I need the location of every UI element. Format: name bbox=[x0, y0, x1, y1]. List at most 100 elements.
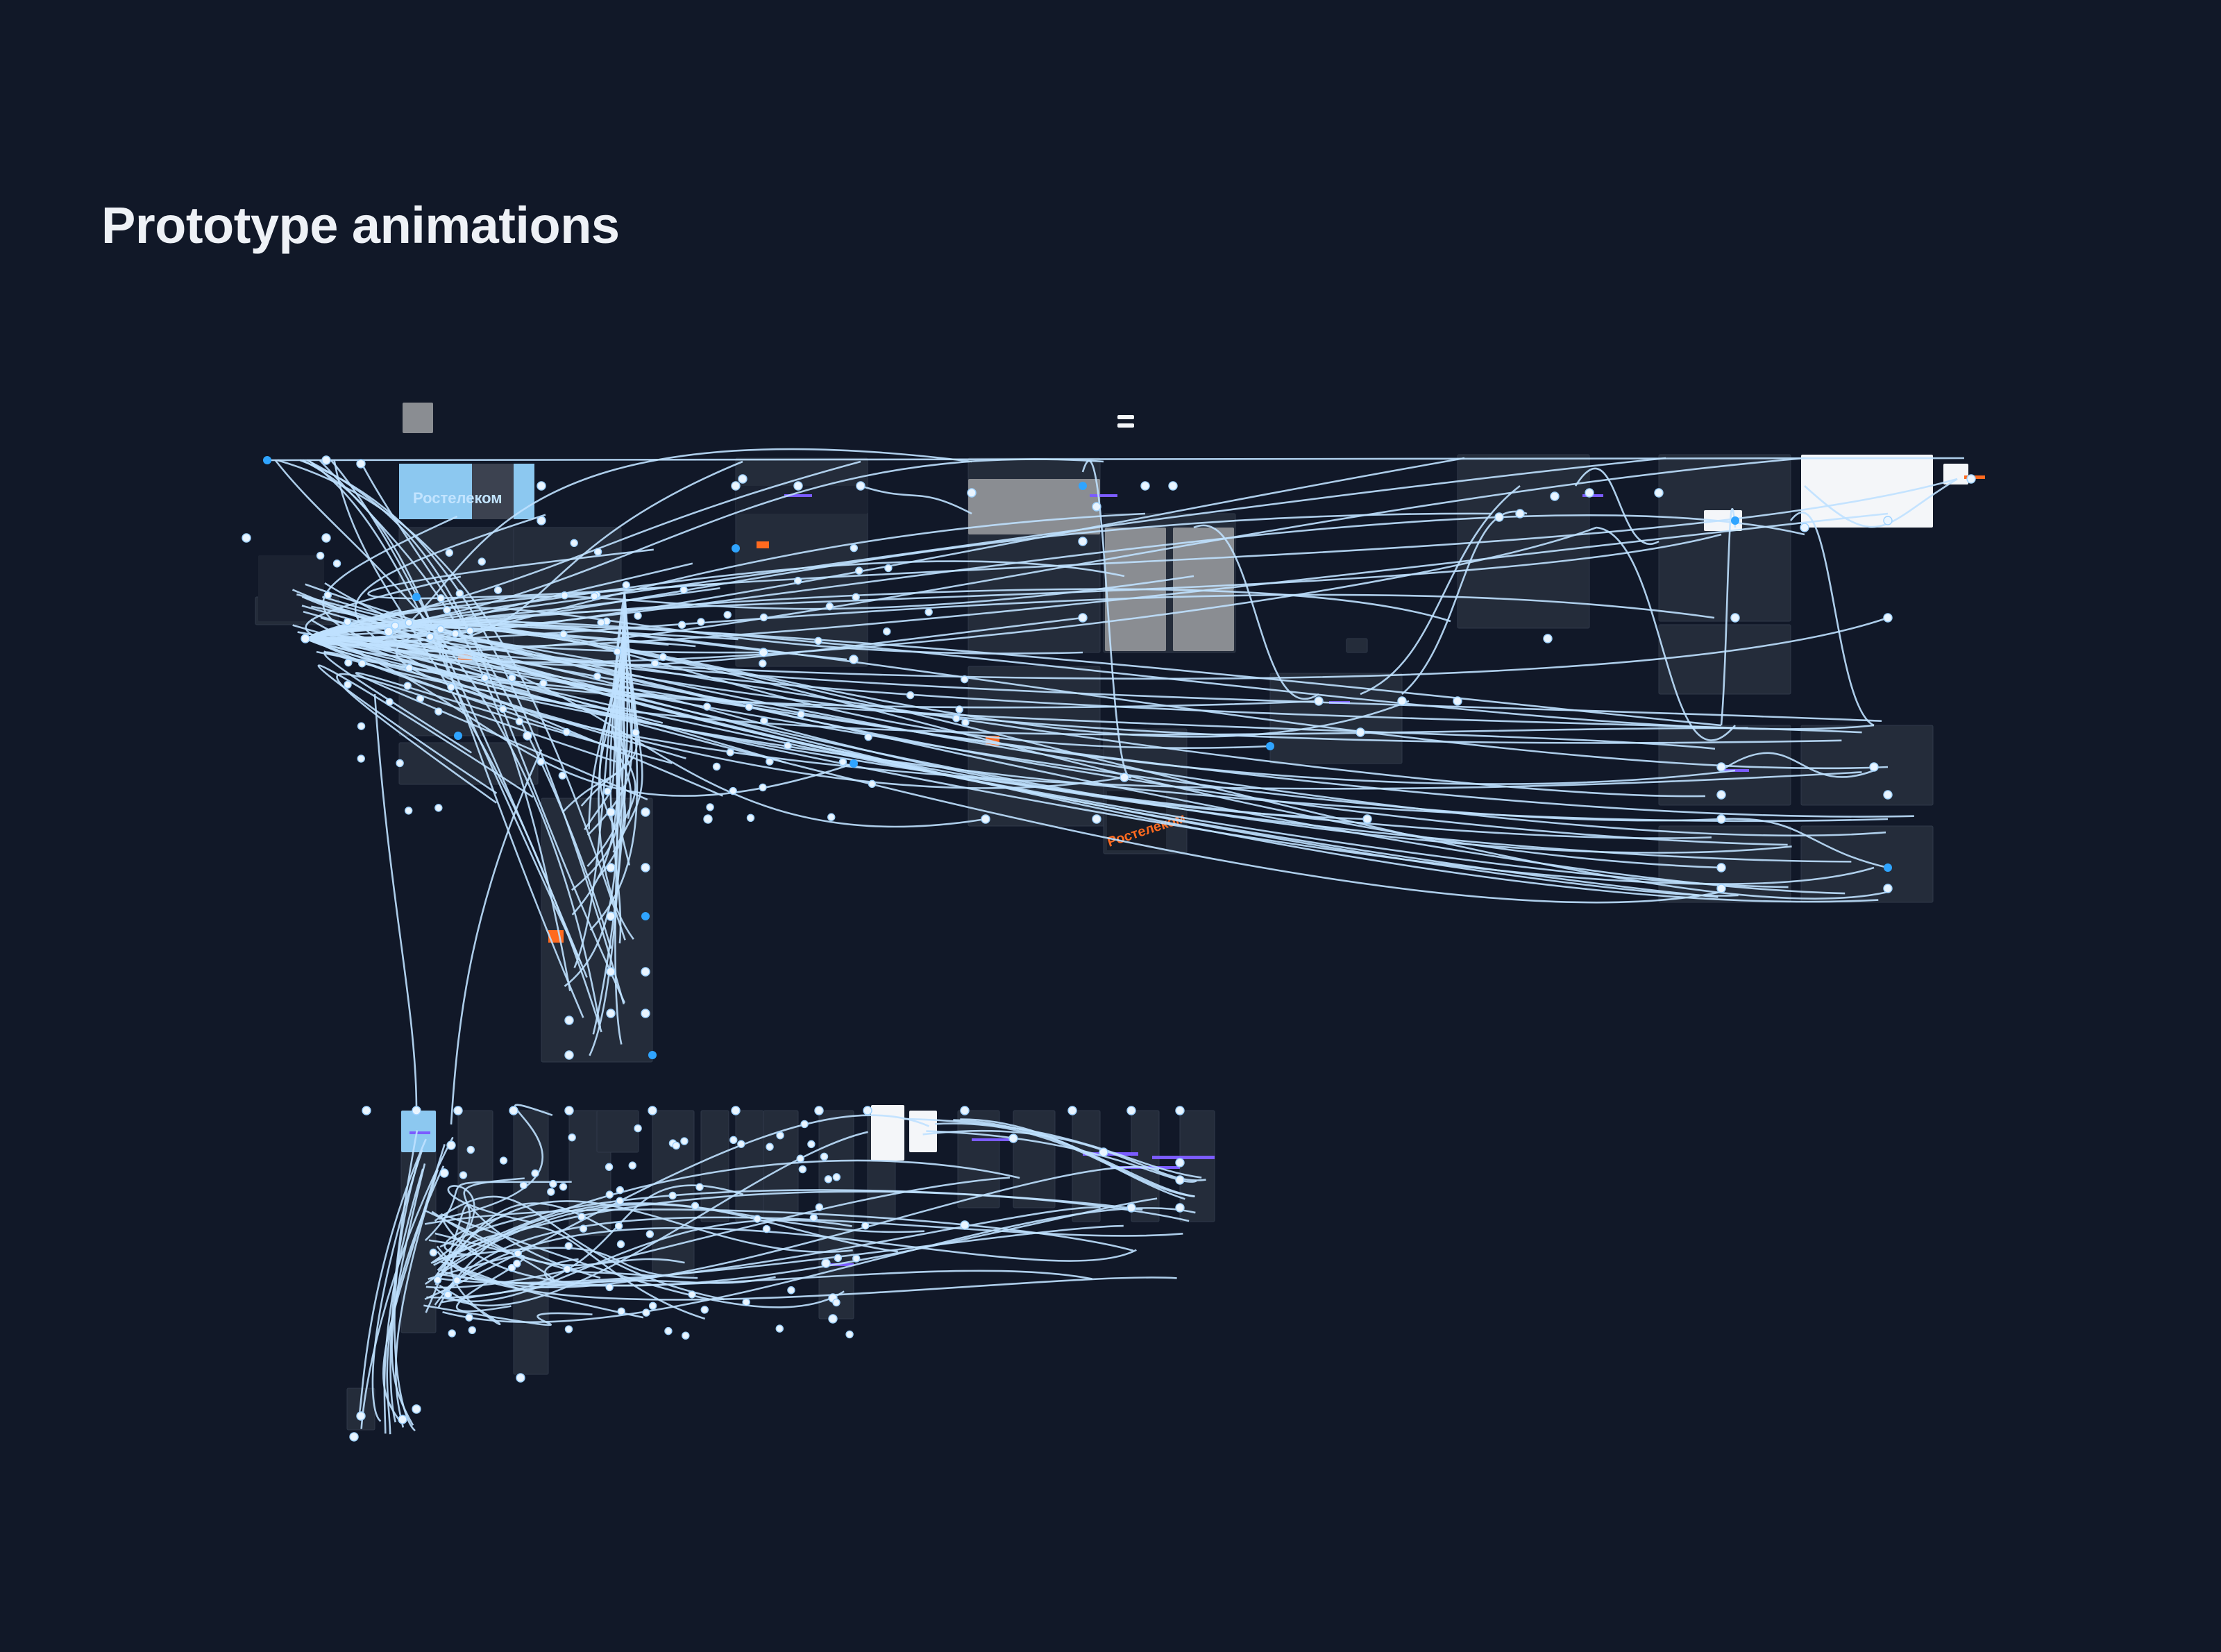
connection-node bbox=[606, 911, 616, 921]
connection-node bbox=[628, 1161, 636, 1170]
connection-node bbox=[1168, 481, 1178, 491]
connection-node bbox=[1869, 762, 1879, 772]
screen-frame bbox=[1105, 590, 1166, 651]
connection-node bbox=[316, 551, 325, 560]
connection-node bbox=[1099, 1147, 1108, 1157]
connection-node bbox=[1884, 863, 1892, 872]
connection-node bbox=[766, 757, 774, 766]
connection-node bbox=[731, 481, 741, 491]
connection-node bbox=[651, 659, 659, 668]
accent-block bbox=[757, 541, 769, 548]
connection-node bbox=[883, 627, 891, 636]
connection-node bbox=[820, 1152, 829, 1161]
connection-node bbox=[884, 564, 893, 573]
progress-bar bbox=[1090, 494, 1117, 497]
connection-node bbox=[562, 727, 571, 736]
prototype-wire bbox=[926, 1130, 1197, 1183]
connection-node bbox=[537, 481, 546, 491]
connection-node bbox=[616, 1240, 625, 1249]
connection-node bbox=[664, 1326, 673, 1335]
connection-node bbox=[807, 1140, 816, 1149]
prototype-wire bbox=[609, 635, 626, 944]
prototype-wire bbox=[305, 583, 1788, 846]
connection-node bbox=[1078, 613, 1088, 623]
prototype-wire bbox=[434, 1195, 725, 1301]
connection-node bbox=[357, 755, 365, 763]
connection-node bbox=[453, 1276, 462, 1285]
progress-bar bbox=[1083, 1152, 1138, 1156]
prototype-wire bbox=[323, 651, 622, 754]
screen-frame bbox=[258, 555, 324, 621]
prototype-wire bbox=[424, 1114, 929, 1300]
connection-node bbox=[832, 1298, 841, 1307]
prototype-wire bbox=[1721, 752, 1875, 778]
connection-node bbox=[606, 967, 616, 977]
prototype-connections bbox=[263, 448, 1965, 1435]
connection-node bbox=[775, 1324, 784, 1333]
prototype-wire bbox=[307, 459, 582, 964]
connection-node bbox=[868, 779, 877, 788]
prototype-wire bbox=[394, 1159, 420, 1432]
prototype-wire bbox=[423, 1304, 593, 1326]
prototype-wire bbox=[1804, 478, 1958, 528]
progress-bar bbox=[784, 494, 812, 497]
connection-node bbox=[616, 1197, 624, 1205]
prototype-wire bbox=[1193, 524, 1319, 700]
connection-node bbox=[960, 1220, 970, 1230]
prototype-wire bbox=[383, 1168, 424, 1434]
connection-node bbox=[549, 1179, 557, 1188]
connection-node bbox=[864, 733, 872, 741]
progress-bar bbox=[409, 1131, 430, 1134]
prototype-wire bbox=[1360, 484, 1521, 696]
prototype-wire bbox=[301, 605, 1879, 903]
prototype-wire bbox=[330, 587, 720, 650]
connection-node bbox=[981, 814, 990, 824]
connection-node bbox=[784, 741, 792, 750]
screen-frame bbox=[1801, 455, 1933, 528]
connection-node bbox=[641, 1009, 650, 1018]
hero-frame[interactable]: Ростелеком bbox=[399, 464, 534, 519]
connection-node bbox=[614, 1222, 623, 1230]
screen-frame bbox=[871, 1105, 904, 1161]
connection-node bbox=[1079, 482, 1087, 490]
connection-node bbox=[1175, 1203, 1185, 1213]
prototype-wire bbox=[317, 664, 534, 798]
connection-node bbox=[729, 786, 737, 795]
connection-node bbox=[863, 1106, 872, 1115]
connection-node bbox=[697, 618, 705, 626]
connection-node bbox=[616, 1186, 624, 1195]
connection-node bbox=[358, 659, 366, 668]
screen-frame bbox=[596, 1110, 639, 1153]
prototype-wire bbox=[305, 637, 1889, 823]
connection-node bbox=[641, 912, 650, 920]
connection-node bbox=[404, 807, 413, 815]
connection-node bbox=[738, 474, 748, 484]
connection-node bbox=[850, 543, 859, 553]
prototype-wire bbox=[263, 457, 1965, 462]
connection-node bbox=[1716, 814, 1726, 824]
connection-node bbox=[634, 1124, 642, 1133]
connection-node bbox=[412, 593, 421, 601]
connection-node bbox=[499, 705, 507, 714]
prototype-wire bbox=[296, 593, 1846, 895]
prototype-wire bbox=[425, 1177, 1011, 1289]
connection-node bbox=[679, 586, 688, 594]
prototype-wire bbox=[437, 1185, 533, 1272]
connection-node bbox=[605, 1163, 614, 1171]
progress-bar bbox=[826, 1263, 854, 1266]
connection-node bbox=[564, 1106, 574, 1115]
connection-node bbox=[416, 694, 425, 703]
prototype-wire bbox=[589, 600, 626, 1056]
prototype-wire bbox=[357, 1138, 427, 1414]
connection-node bbox=[834, 1254, 842, 1263]
connection-node bbox=[787, 1286, 795, 1295]
connection-node bbox=[1092, 502, 1101, 512]
connection-node bbox=[396, 759, 404, 768]
connection-node bbox=[466, 1145, 475, 1154]
screen-frame bbox=[1658, 454, 1791, 622]
prototype-wire bbox=[1721, 818, 1889, 869]
connection-node bbox=[523, 731, 532, 741]
connection-node bbox=[606, 863, 616, 873]
connection-node bbox=[1731, 516, 1739, 525]
